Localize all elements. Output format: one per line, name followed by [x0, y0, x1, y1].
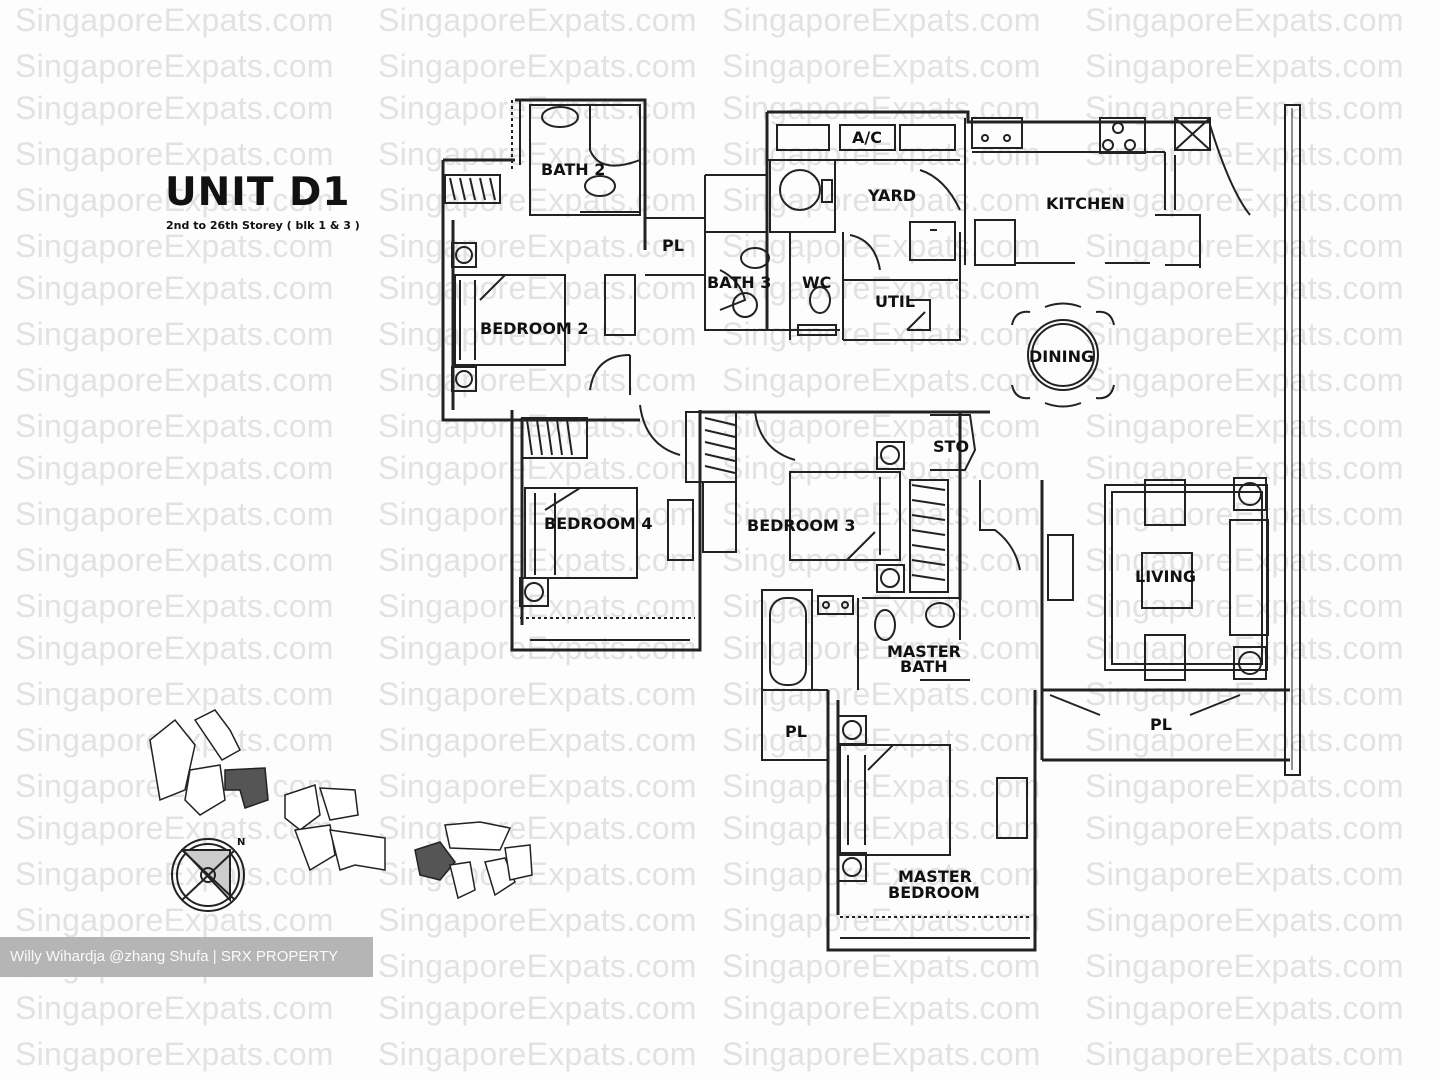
label-ac: A/C [852, 128, 882, 147]
bedroom3-room [789, 441, 949, 593]
bath2-room [511, 100, 641, 216]
sto-closet [930, 414, 1021, 571]
unit-title: UNIT D1 [165, 170, 351, 215]
photo-credit-banner: Willy Wihardja @zhang Shufa | SRX PROPER… [0, 937, 373, 977]
label-living: LIVING [1135, 567, 1197, 586]
photo-credit-text: Willy Wihardja @zhang Shufa | SRX PROPER… [10, 948, 339, 965]
label-master-bath-2: BATH [900, 657, 948, 676]
yard-room [769, 159, 961, 261]
label-pl-top: PL [662, 236, 684, 255]
bath3-wc-util [705, 231, 961, 341]
dining-table [1011, 302, 1115, 408]
label-bath3: BATH 3 [707, 273, 772, 292]
label-yard: YARD [868, 186, 917, 205]
compass-north-label: N [237, 837, 246, 848]
label-master-bath-1: MASTER [887, 642, 961, 661]
label-bedroom2: BEDROOM 2 [480, 319, 589, 338]
pl-top-shaft [645, 174, 840, 331]
bedroom2-wardrobe [444, 174, 501, 204]
living-room [1047, 477, 1269, 716]
master-bath-room [761, 589, 970, 691]
unit-subtitle: 2nd to 26th Storey ( blk 1 & 3 ) [166, 219, 360, 232]
label-kitchen: KITCHEN [1046, 194, 1125, 213]
key-plan [149, 709, 533, 900]
label-master-bedroom-1: MASTER [898, 867, 972, 886]
master-bedroom-room [837, 715, 1030, 939]
label-pl-right: PL [1150, 715, 1172, 734]
label-master-bedroom-2: BEDROOM [888, 883, 980, 902]
label-bath2: BATH 2 [541, 160, 606, 179]
label-dining: DINING [1029, 347, 1095, 366]
kitchen-room [964, 117, 1251, 268]
bedroom2-bed [451, 242, 636, 392]
label-wc: WC [802, 273, 832, 292]
label-pl-mid: PL [785, 722, 807, 741]
label-bedroom3: BEDROOM 3 [747, 516, 856, 535]
outer-walls [441, 98, 1301, 952]
shared-wardrobe [685, 411, 796, 553]
label-bedroom4: BEDROOM 4 [544, 514, 653, 533]
bedroom2-door [589, 354, 631, 391]
bedroom4-room [519, 404, 695, 641]
label-sto: STO [933, 437, 970, 456]
pl-mid-shaft [761, 689, 828, 761]
compass-icon [171, 838, 245, 912]
label-util: UTIL [875, 292, 916, 311]
